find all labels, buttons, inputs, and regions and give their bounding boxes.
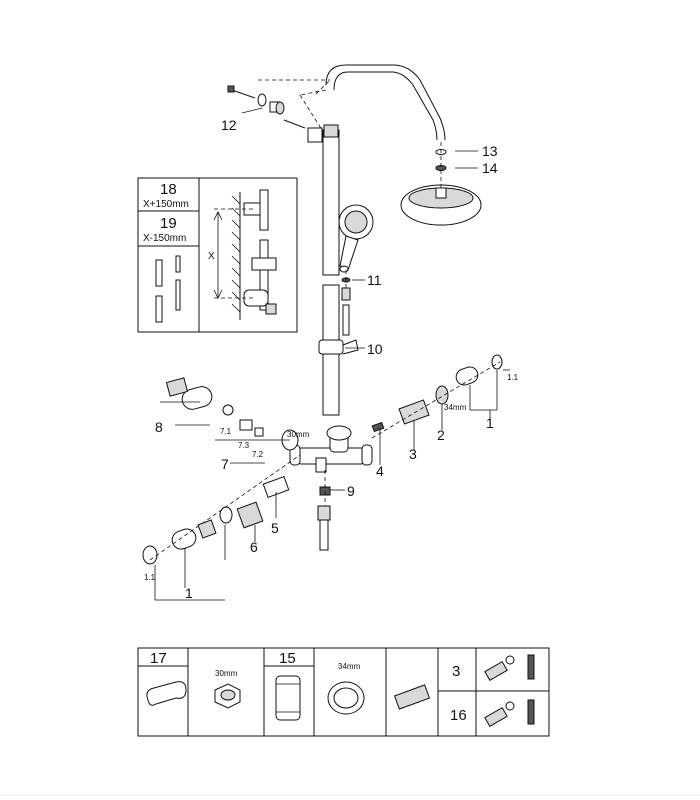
- table-30mm: 30mm: [215, 669, 238, 678]
- table-16: 16: [450, 707, 467, 724]
- thermostat-mixer: [289, 425, 373, 473]
- inset-18: 18: [160, 181, 177, 198]
- inset-x-label: X: [208, 251, 215, 262]
- right-connection-parts: [371, 354, 503, 439]
- callout-6: 6: [250, 539, 258, 555]
- callout-14: 14: [482, 160, 498, 176]
- shower-hose: [341, 270, 351, 336]
- callout-4: 4: [376, 463, 384, 479]
- table-17: 17: [150, 650, 167, 667]
- table-3: 3: [452, 663, 460, 680]
- callout-12: 12: [221, 117, 237, 133]
- overhead-shower-arm: [299, 64, 446, 141]
- callout-7: 7: [221, 456, 229, 472]
- left-connection-parts: [142, 377, 301, 565]
- inset-19: 19: [160, 215, 177, 232]
- callout-13: 13: [482, 143, 498, 159]
- dimension-34mm: 34mm: [444, 403, 467, 412]
- inset-x-plus: X+150mm: [143, 199, 189, 210]
- callout-10: 10: [367, 341, 383, 357]
- callout-7-1: 7.1: [220, 427, 232, 436]
- callout-1-1-left: 1.1: [144, 573, 156, 582]
- callout-7-3: 7.3: [238, 441, 250, 450]
- callout-1-1-right: 1.1: [507, 373, 519, 382]
- wall-bracket-12: [227, 79, 330, 143]
- callout-2: 2: [437, 427, 445, 443]
- callout-7-2: 7.2: [252, 450, 264, 459]
- table-34mm: 34mm: [338, 662, 361, 671]
- hand-shower: [338, 204, 374, 273]
- callout-1-right: 1: [486, 415, 494, 431]
- overhead-shower-head: [400, 142, 482, 226]
- nut-9: [317, 470, 331, 551]
- callout-5: 5: [271, 520, 279, 536]
- callout-1-left: 1: [185, 585, 193, 601]
- leader-lines: [154, 107, 510, 601]
- dimension-30mm: 30mm: [287, 430, 310, 439]
- inset-x-minus: X-150mm: [143, 233, 186, 244]
- callout-11: 11: [367, 272, 382, 288]
- inset-height-box: [137, 177, 298, 333]
- accessory-table: [137, 647, 550, 737]
- callout-3: 3: [409, 446, 417, 462]
- riser-rail: [318, 124, 359, 416]
- callout-9: 9: [347, 483, 355, 499]
- callout-8: 8: [155, 419, 163, 435]
- table-15: 15: [279, 650, 296, 667]
